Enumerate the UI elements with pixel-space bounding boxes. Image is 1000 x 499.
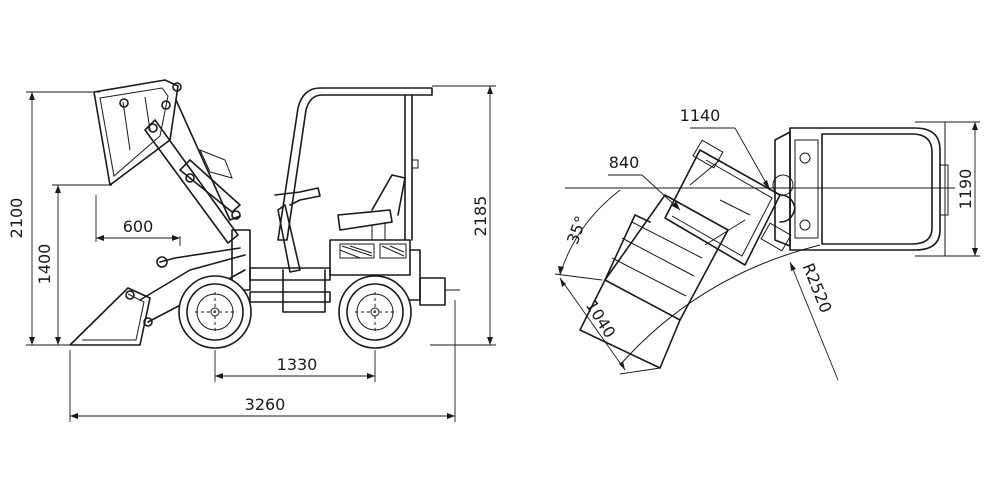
dim-label-35deg: 35° (563, 214, 591, 247)
dimension-r2520: R2520 (789, 260, 839, 381)
dimension-1190: 1190 (945, 121, 980, 257)
dim-label-3260: 3260 (245, 395, 286, 414)
dim-label-1140: 1140 (680, 106, 721, 125)
chassis (231, 229, 460, 313)
rear-wheel (338, 275, 412, 349)
dim-label-1190: 1190 (956, 169, 975, 210)
dimension-1400: 1400 (35, 184, 112, 345)
dim-label-600: 600 (123, 217, 154, 236)
dim-label-1330: 1330 (277, 355, 318, 374)
dimension-angle: 35° (558, 189, 621, 276)
dim-label-2185: 2185 (471, 196, 490, 237)
dim-label-2100: 2100 (7, 198, 26, 239)
dimension-1040: 1040 (554, 273, 661, 375)
bucket-top-view (579, 194, 729, 369)
dimension-840: 840 (608, 153, 681, 211)
dimension-2185: 2185 (430, 85, 496, 346)
raised-bucket (93, 79, 182, 186)
dim-label-840: 840 (609, 153, 640, 172)
dimension-600: 600 (95, 195, 181, 246)
dimension-1330: 1330 (214, 350, 376, 382)
lift-arm-raised (144, 99, 241, 244)
dim-label-r2520: R2520 (799, 260, 836, 315)
dimension-3260: 3260 (69, 300, 456, 422)
top-view: 1190 1140 840 35° 104 (554, 106, 980, 381)
lowered-bucket (69, 247, 246, 346)
dim-label-1400: 1400 (35, 244, 54, 285)
front-wheel (178, 275, 252, 349)
dim-label-1040: 1040 (582, 297, 620, 342)
front-section-articulated (664, 139, 796, 266)
operator-station (274, 174, 406, 273)
turning-radius-arc (619, 244, 821, 366)
dimension-1140: 1140 (680, 106, 771, 191)
dimension-2100: 2100 (7, 91, 100, 346)
side-view: 2100 1400 600 1330 (7, 79, 496, 422)
rops-canopy (277, 87, 433, 241)
rear-body (774, 121, 949, 257)
